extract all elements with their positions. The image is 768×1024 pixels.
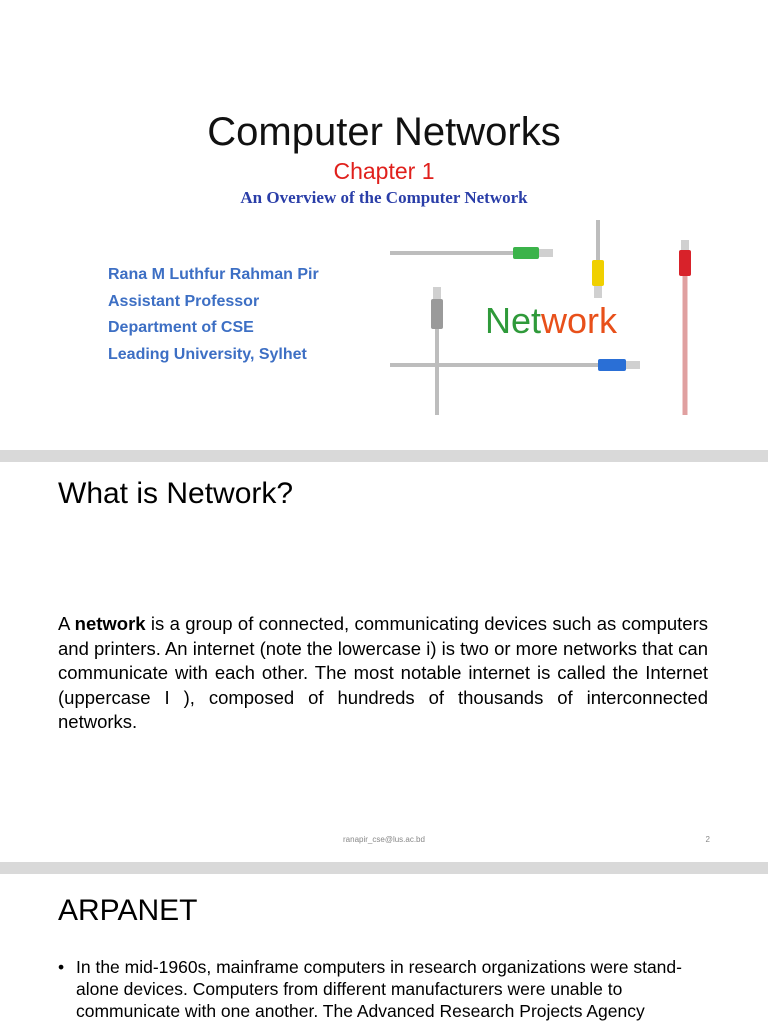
gray-cable-plug	[433, 287, 441, 299]
paragraph-bold-term: network	[74, 613, 146, 634]
chapter-subtitle: An Overview of the Computer Network	[240, 188, 528, 207]
footer-email: ranapir_cse@lus.ac.bd	[343, 835, 425, 844]
network-word-work: work	[540, 300, 618, 341]
slide-heading: ARPANET	[58, 894, 198, 927]
network-definition-slide: What is Network? A network is a group of…	[0, 462, 768, 862]
author-department: Department of CSE	[108, 319, 254, 336]
title-slide: Computer Networks Chapter 1 An Overview …	[0, 0, 768, 450]
page-number: 2	[705, 835, 710, 844]
network-word-net: Net	[485, 300, 541, 341]
green-cable-connector	[513, 247, 539, 259]
red-cable-plug	[681, 240, 689, 250]
yellow-cable-plug	[594, 286, 602, 298]
gray-cable-connector	[431, 299, 443, 329]
blue-cable-connector	[598, 359, 626, 371]
arpanet-slide: ARPANET • In the mid-1960s, mainframe co…	[0, 874, 768, 1024]
author-position: Assistant Professor	[108, 292, 260, 310]
slide-heading: What is Network?	[58, 477, 294, 510]
network-cables-image: Network	[390, 220, 691, 415]
yellow-cable-connector	[592, 260, 604, 286]
definition-paragraph: A network is a group of connected, commu…	[58, 612, 708, 735]
author-name: Rana M Luthfur Rahman Pir	[108, 266, 319, 283]
bullet-item: • In the mid-1960s, mainframe computers …	[58, 956, 718, 1022]
blue-cable-plug	[626, 361, 640, 369]
bullet-text: In the mid-1960s, mainframe computers in…	[76, 957, 682, 1021]
slide-title: Computer Networks	[207, 110, 561, 154]
slide-divider	[0, 450, 768, 462]
bullet-marker: •	[58, 957, 65, 977]
author-block: Rana M Luthfur Rahman Pir Assistant Prof…	[108, 262, 319, 368]
red-cable-connector	[679, 250, 691, 276]
green-cable-plug	[539, 249, 553, 257]
slide-divider	[0, 862, 768, 874]
paragraph-rest: is a group of connected, communicating d…	[58, 613, 708, 732]
author-university: Leading University, Sylhet	[108, 345, 307, 363]
network-word: Network	[485, 300, 618, 341]
chapter-label: Chapter 1	[333, 158, 435, 184]
paragraph-prefix: A	[58, 613, 75, 634]
